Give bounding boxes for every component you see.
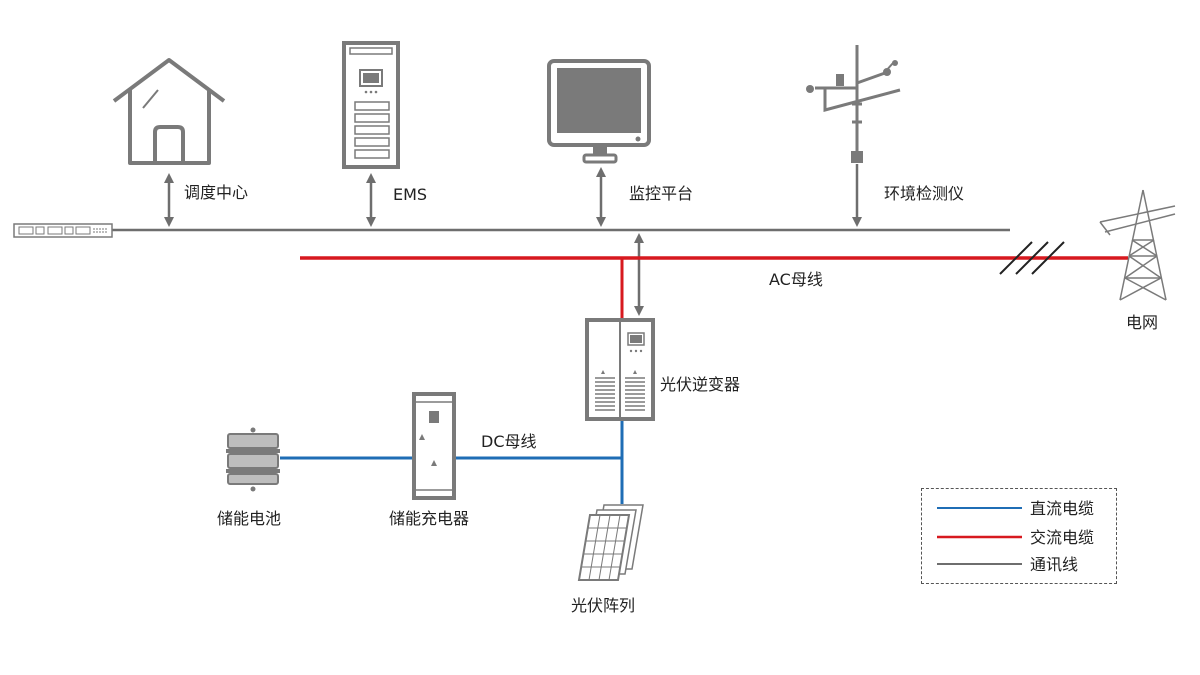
legend-ac-label: 交流电缆 [1030, 528, 1094, 547]
pv-array-label: 光伏阵列 [571, 596, 635, 615]
ems-label: EMS [393, 185, 427, 204]
network-switch-icon [13, 223, 113, 238]
pv-inverter-icon [585, 318, 655, 421]
legend-dc-label: 直流电缆 [1030, 499, 1094, 518]
solar-panel-icon [577, 504, 644, 581]
charger-icon [412, 392, 456, 500]
legend-box [921, 488, 1117, 584]
dc-bus-label: DC母线 [481, 432, 537, 451]
ems-cabinet-icon [342, 41, 400, 169]
dispatch-label: 调度中心 [184, 183, 248, 202]
three-phase-mark [999, 241, 1065, 275]
monitor-label: 监控平台 [629, 184, 693, 203]
legend: 直流电缆 交流电缆 通讯线 [937, 499, 1094, 574]
battery-icon [226, 427, 280, 492]
monitor-icon [547, 59, 651, 164]
grid-label: 电网 [1126, 313, 1158, 332]
charger-label: 储能充电器 [389, 509, 469, 528]
battery-label: 储能电池 [217, 509, 281, 528]
pv-inverter-label: 光伏逆变器 [660, 375, 740, 394]
power-tower-icon [1099, 189, 1176, 301]
env-monitor-label: 环境检测仪 [884, 184, 964, 203]
ac-bus-label: AC母线 [769, 270, 823, 289]
weather-station-icon [806, 45, 901, 163]
house-icon [112, 58, 226, 165]
legend-comm-label: 通讯线 [1030, 555, 1078, 574]
